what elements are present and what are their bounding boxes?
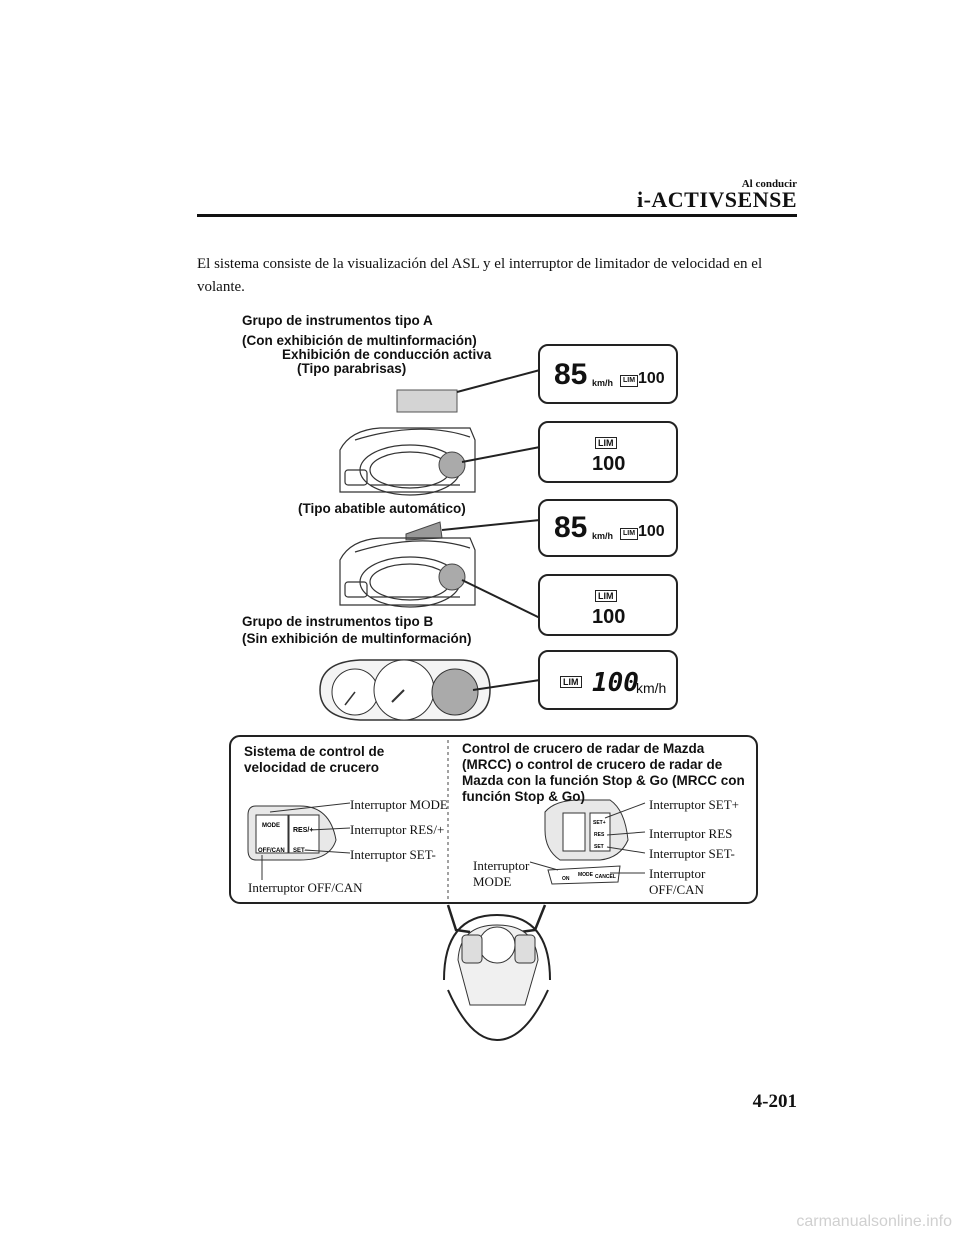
callout-set-minus-right: Interruptor SET- bbox=[649, 846, 735, 862]
speed-value: 85 bbox=[554, 358, 587, 392]
callout-off-can-right-2: OFF/CAN bbox=[649, 882, 704, 898]
speed-value: 85 bbox=[554, 511, 587, 545]
hud-windshield-label: (Tipo parabrisas) bbox=[297, 361, 406, 377]
svg-text:MODE: MODE bbox=[262, 823, 280, 829]
svg-text:SET—: SET— bbox=[293, 848, 311, 854]
type-a-title: Grupo de instrumentos tipo A bbox=[242, 313, 433, 329]
lim-badge: LIM bbox=[595, 590, 617, 602]
svg-text:RES: RES bbox=[594, 832, 605, 838]
right-switch-panel: SET+ RES SET ON MODE CANCEL bbox=[545, 800, 628, 884]
callout-res-plus: Interruptor RES/+ bbox=[350, 822, 444, 838]
type-b-title: Grupo de instrumentos tipo B bbox=[242, 614, 433, 630]
limit-value: 100 bbox=[592, 453, 625, 476]
callout-off-can: Interruptor OFF/CAN bbox=[248, 880, 362, 896]
limit-value: 100 bbox=[592, 668, 639, 698]
callout-set-plus: Interruptor SET+ bbox=[649, 797, 739, 813]
hud-retractable-label: (Tipo abatible automático) bbox=[298, 501, 466, 517]
lim-badge: LIM bbox=[620, 375, 638, 387]
page-number: 4-201 bbox=[753, 1091, 797, 1113]
svg-text:ON: ON bbox=[562, 876, 570, 882]
type-b-subtitle: (Sin exhibición de multinformación) bbox=[242, 631, 472, 647]
svg-text:OFF/CAN: OFF/CAN bbox=[258, 848, 285, 854]
cruise-title: Sistema de control de velocidad de cruce… bbox=[244, 744, 414, 776]
callout-mode-right-1: Interruptor bbox=[473, 858, 529, 874]
callout-res: Interruptor RES bbox=[649, 826, 732, 842]
lim-badge: LIM bbox=[560, 676, 582, 688]
display-hud-windshield: 85 km/h LIM 100 bbox=[538, 344, 678, 404]
lim-badge: LIM bbox=[595, 437, 617, 449]
display-hud-retractable: 85 km/h LIM 100 bbox=[538, 499, 678, 557]
speed-unit: km/h bbox=[592, 378, 613, 388]
left-switch-panel: MODE OFF/CAN RES/+ SET— bbox=[248, 806, 336, 860]
svg-text:SET: SET bbox=[594, 844, 604, 850]
display-cluster-a-2: LIM 100 bbox=[538, 574, 678, 636]
watermark: carmanualsonline.info bbox=[796, 1213, 952, 1231]
steering-wheel bbox=[444, 905, 550, 1040]
mrcc-title: Control de crucero de radar de Mazda (MR… bbox=[462, 741, 754, 805]
callout-set-minus: Interruptor SET- bbox=[350, 847, 436, 863]
limit-value: 100 bbox=[592, 606, 625, 629]
callout-off-can-right-1: Interruptor bbox=[649, 866, 705, 882]
svg-text:MODE: MODE bbox=[578, 872, 594, 878]
display-cluster-a-1: LIM 100 bbox=[538, 421, 678, 483]
cluster-type-b bbox=[320, 660, 490, 720]
svg-text:RES/+: RES/+ bbox=[293, 827, 313, 834]
lim-badge: LIM bbox=[620, 528, 638, 540]
hud-windshield-panel bbox=[397, 390, 457, 412]
limit-value: 100 bbox=[638, 370, 665, 388]
display-cluster-b: LIM 100 km/h bbox=[538, 650, 678, 710]
callout-mode: Interruptor MODE bbox=[350, 797, 448, 813]
svg-text:SET+: SET+ bbox=[593, 820, 606, 826]
callout-mode-right-2: MODE bbox=[473, 874, 511, 890]
limit-unit: km/h bbox=[636, 680, 666, 696]
svg-text:CANCEL: CANCEL bbox=[595, 874, 616, 880]
speed-unit: km/h bbox=[592, 531, 613, 541]
limit-value: 100 bbox=[638, 523, 665, 541]
